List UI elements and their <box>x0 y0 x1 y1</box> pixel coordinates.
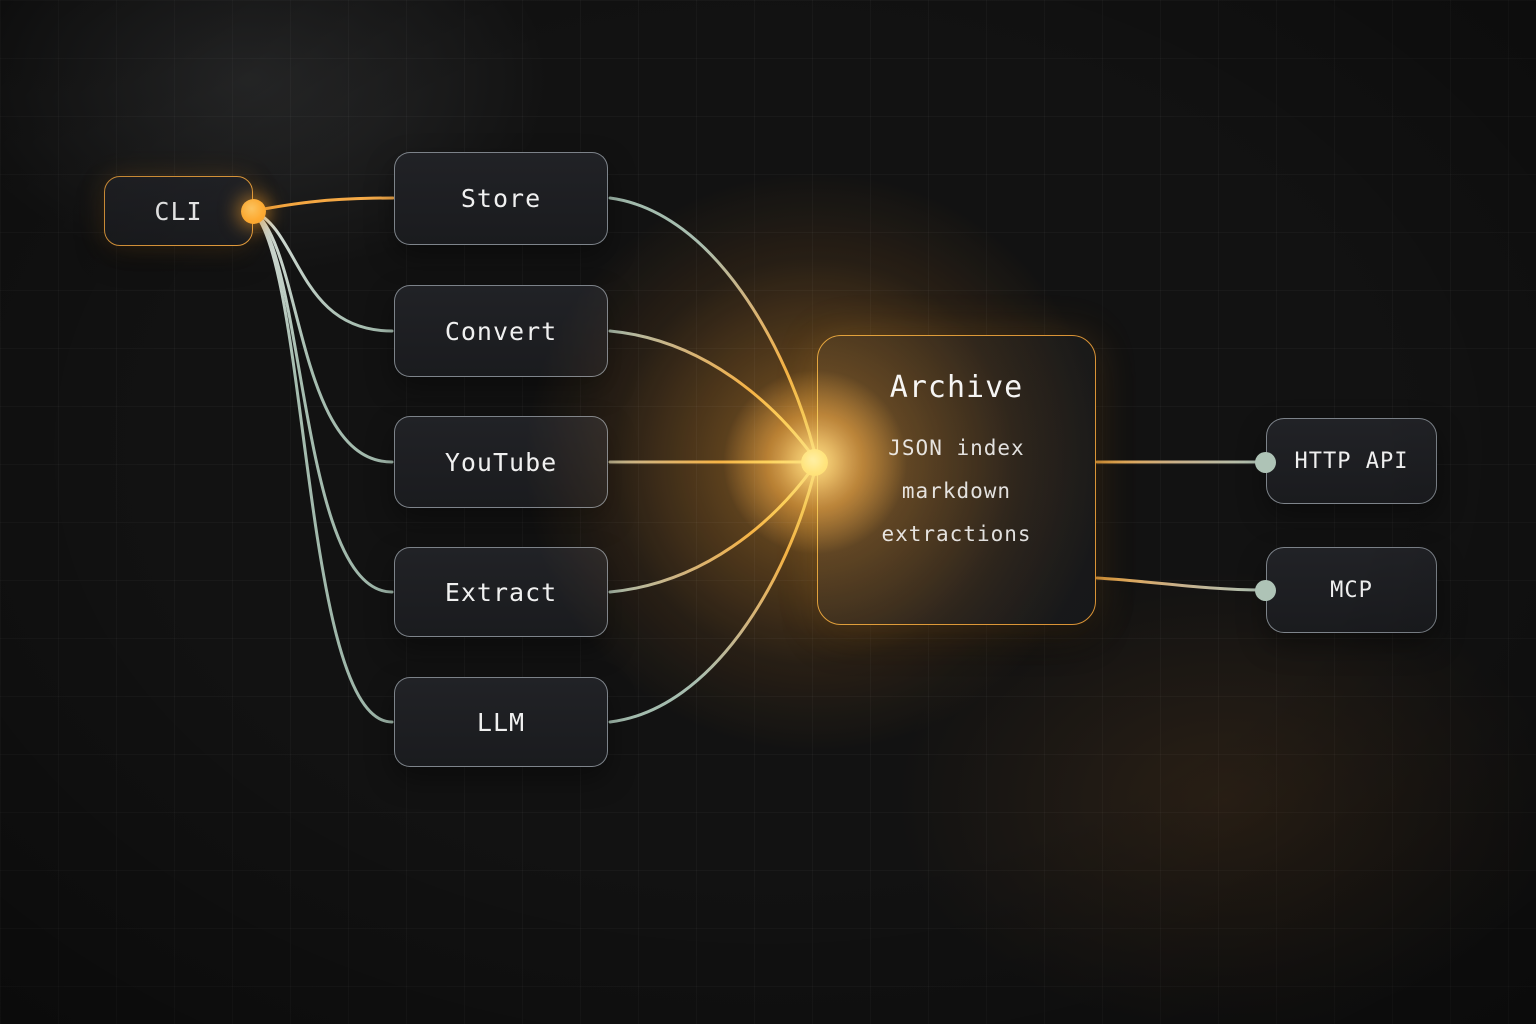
node-cli-label: CLI <box>154 196 203 226</box>
edge-cli-llm <box>251 209 394 724</box>
node-extract[interactable]: Extract <box>394 547 608 637</box>
node-cli[interactable]: CLI <box>104 176 253 246</box>
node-archive[interactable]: Archive JSON index markdown extractions <box>817 335 1096 625</box>
node-http-api-label: HTTP API <box>1294 448 1409 474</box>
node-store-label: Store <box>460 184 542 213</box>
node-mcp[interactable]: MCP <box>1266 547 1437 633</box>
mcp-input-port <box>1255 580 1276 601</box>
edge-store-archive <box>608 196 816 452</box>
edge-cli-convert <box>251 209 394 333</box>
node-youtube[interactable]: YouTube <box>394 416 608 508</box>
node-llm[interactable]: LLM <box>394 677 608 767</box>
archive-feature-extractions: extractions <box>881 522 1032 546</box>
archive-input-port <box>801 449 828 476</box>
edge-extract-archive <box>608 467 814 594</box>
node-archive-title: Archive <box>889 370 1024 405</box>
node-llm-label: LLM <box>476 707 526 737</box>
http-api-input-port <box>1255 452 1276 473</box>
edge-archive-mcp <box>1095 576 1265 592</box>
node-convert[interactable]: Convert <box>394 285 608 377</box>
edge-cli-store <box>251 196 395 213</box>
node-convert-label: Convert <box>444 316 558 346</box>
edge-llm-archive <box>608 472 816 724</box>
node-archive-body: JSON index markdown extractions <box>881 427 1031 556</box>
cli-output-port <box>241 199 266 224</box>
archive-feature-markdown: markdown <box>901 479 1012 503</box>
node-store[interactable]: Store <box>394 152 608 245</box>
node-mcp-label: MCP <box>1330 577 1373 603</box>
archive-feature-json-index: JSON index <box>888 436 1025 460</box>
node-youtube-label: YouTube <box>444 447 558 477</box>
node-extract-label: Extract <box>444 577 558 607</box>
node-http-api[interactable]: HTTP API <box>1266 418 1437 504</box>
edge-convert-archive <box>608 329 814 457</box>
